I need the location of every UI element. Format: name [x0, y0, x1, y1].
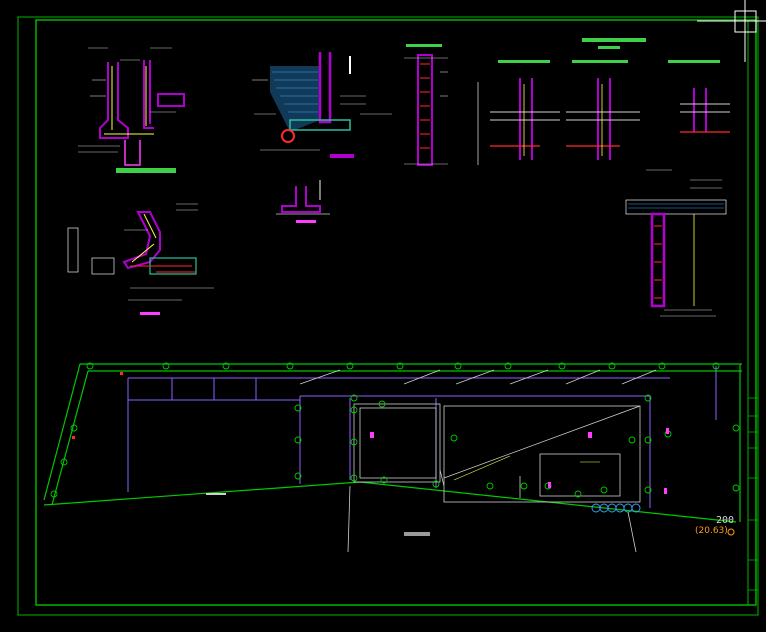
- crosshair-cursor: [697, 0, 766, 62]
- detail-beam-joints: [477, 38, 730, 165]
- sheet-outer-border: [17, 16, 759, 616]
- detail-column-on-slab: [625, 169, 727, 317]
- title-block-ticks: [748, 397, 758, 591]
- level-marker-icon: [727, 528, 735, 536]
- detail-wall-section-1: [78, 47, 185, 173]
- detail-wall-section-2: [252, 52, 392, 158]
- detail-column-elevation: [404, 44, 448, 166]
- sheet-inner-border: [35, 19, 757, 606]
- floor-plan: [43, 362, 742, 553]
- detail-stair-section: [67, 203, 214, 315]
- detail-small-footing: [276, 180, 330, 223]
- level-partial-label: 200: [716, 515, 734, 526]
- level-value-label: (20.63): [695, 526, 728, 536]
